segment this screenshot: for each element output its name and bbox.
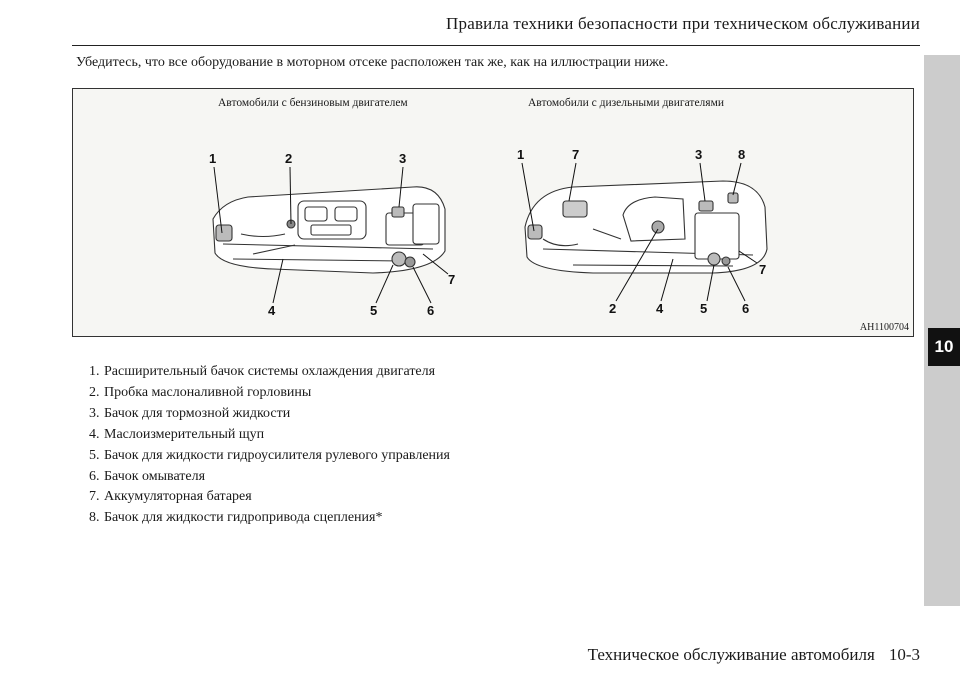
callout-diesel-6: 6: [742, 301, 749, 316]
list-item: 2.Пробка маслоналивной горловины: [89, 383, 450, 404]
callout-petrol-1: 1: [209, 151, 216, 166]
callout-petrol-7: 7: [448, 272, 455, 287]
running-header: Правила техники безопасности при техниче…: [446, 14, 920, 33]
callout-petrol-3: 3: [399, 151, 406, 166]
legend-number: 1.: [89, 364, 100, 379]
legend-text: Маслоизмерительный щуп: [104, 426, 265, 442]
callout-leaders: [213, 162, 758, 304]
petrol-engine-drawing: [212, 186, 446, 274]
list-item: 8.Бачок для жидкости гидропривода сцепле…: [89, 508, 450, 529]
callout-diesel-7b: 7: [759, 262, 766, 277]
legend-text: Бачок для жидкости гидроусилителя рулево…: [104, 447, 450, 463]
legend-number: 4.: [89, 426, 100, 442]
legend-text: Аккумуляторная батарея: [104, 489, 252, 505]
list-item: 6.Бачок омывателя: [89, 467, 450, 488]
page-number: 10-3: [888, 645, 920, 664]
callout-petrol-5: 5: [370, 303, 377, 318]
intro-text: Убедитесь, что все оборудование в моторн…: [76, 55, 669, 70]
callout-petrol-6: 6: [427, 303, 434, 318]
diesel-engine-drawing: [524, 180, 768, 274]
legend-text: Бачок для тормозной жидкости: [104, 405, 291, 421]
legend-number: 5.: [89, 447, 100, 463]
callout-diesel-3: 3: [695, 147, 702, 162]
component-legend: 1. Расширительный бачок системы охлаждени…: [89, 362, 450, 529]
footer-section: Техническое обслуживание автомобиля: [587, 645, 875, 664]
callout-diesel-2: 2: [609, 301, 616, 316]
list-item: 1. Расширительный бачок системы охлаждени…: [89, 362, 450, 383]
legend-text: Бачок для жидкости гидропривода сцеплени…: [104, 510, 383, 526]
legend-number: 6.: [89, 468, 100, 484]
callout-petrol-2: 2: [285, 151, 292, 166]
legend-number: 3.: [89, 405, 100, 421]
engine-illustration: 1 2 3 4 5 6 7 1 7 3 8 2 4 5 6 7: [209, 147, 768, 318]
callout-diesel-8: 8: [738, 147, 745, 162]
callout-diesel-1: 1: [517, 147, 524, 162]
list-item: 7.Аккумуляторная батарея: [89, 487, 450, 508]
list-item: 3.Бачок для тормозной жидкости: [89, 404, 450, 425]
callout-diesel-5: 5: [700, 301, 707, 316]
header-rule: [72, 45, 920, 46]
legend-text: Расширительный бачок системы охлаждения …: [104, 364, 436, 379]
chapter-number: 10: [928, 328, 960, 366]
callout-diesel-7: 7: [572, 147, 579, 162]
legend-text: Пробка маслоналивной горловины: [104, 384, 312, 400]
legend-number: 7.: [89, 489, 100, 505]
figure-code: AH1100704: [859, 322, 909, 333]
list-item: 4.Маслоизмерительный щуп: [89, 425, 450, 446]
legend-number: 8.: [89, 510, 100, 526]
legend-text: Бачок омывателя: [104, 468, 206, 484]
engine-compartment-figure: 1 2 3 4 5 6 7 1 7 3 8 2 4 5 6 7 Автомоби…: [72, 88, 914, 337]
callout-petrol-4: 4: [268, 303, 276, 318]
callout-diesel-4: 4: [656, 301, 664, 316]
list-item: 5.Бачок для жидкости гидроусилителя руле…: [89, 446, 450, 467]
legend-number: 2.: [89, 384, 100, 400]
caption-petrol: Автомобили с бензиновым двигателем: [218, 97, 408, 109]
page-footer: Техническое обслуживание автомобиля 10-3: [588, 645, 920, 665]
caption-diesel: Автомобили с дизельными двигателями: [528, 97, 725, 109]
